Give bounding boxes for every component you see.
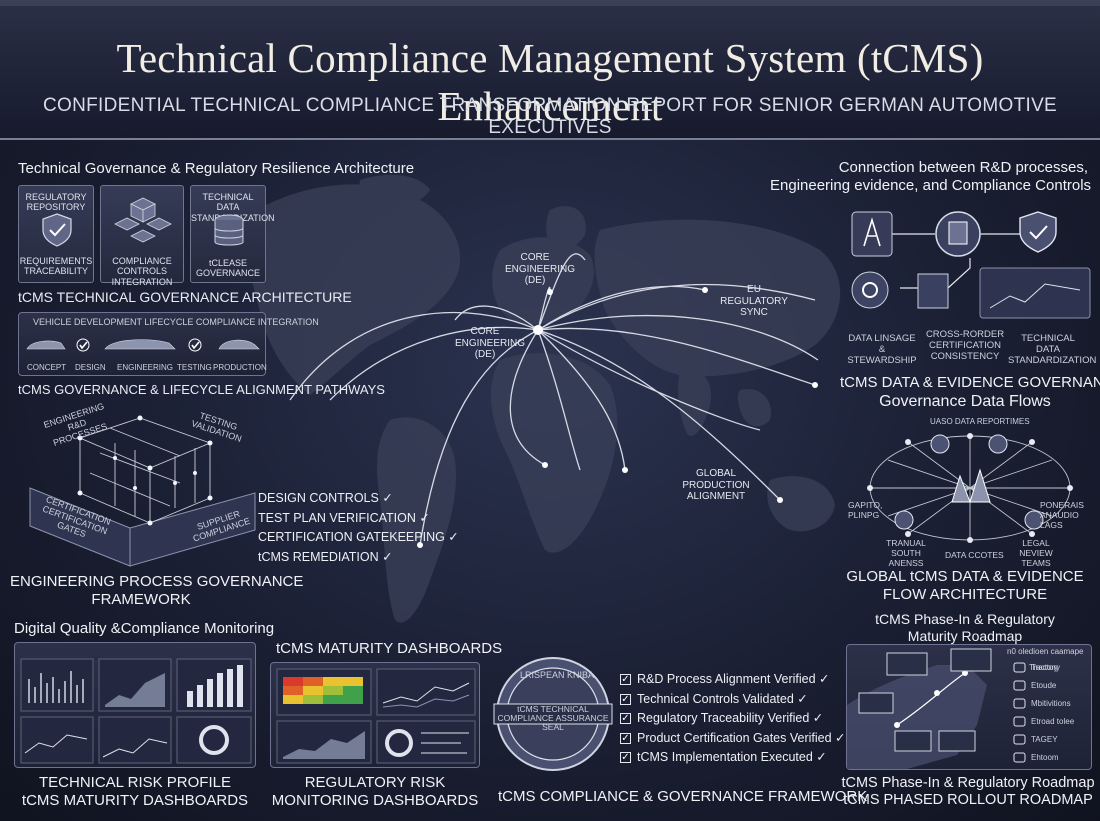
governance-caption: tCMS DATA & EVIDENCE GOVERNANCE Governan… [840,374,1100,410]
roadmap-item-4: TAGEY [1031,735,1058,744]
map-label-eu-sync: EU REGULATORY SYNC [720,284,788,318]
roadmap-item-0: Tractory [1031,663,1061,672]
tile-compliance-controls: COMPLIANCE CONTROLS INTEGRATION [100,185,184,287]
roadmap-item-1: Etoude [1031,681,1057,690]
roadmap-item-3: Etroad tolee [1031,717,1075,726]
checkbox-icon: ✓ [620,693,631,705]
maturity-heading: tCMS MATURITY DASHBOARDS [276,640,503,657]
seal-inner-text: tCMS TECHNICAL COMPLIANCE ASSURANCE SEAL [497,704,609,732]
database-icon [214,214,244,246]
lifecycle-caption: tCMS GOVERNANCE & LIFECYCLE ALIGNMENT PA… [18,382,385,397]
network-left: GAPITO, PLINPG [848,500,883,520]
quality-dashboard-charts [20,658,252,764]
checkbox-icon: ✓ [620,752,631,764]
network-bottom: DATA CCOTES [945,550,1004,560]
roadmap-list: Tractory [1029,663,1059,672]
network-bottom-right: LEGAL NEVIEW TEAMS [1019,538,1053,568]
risk-profile-caption: TECHNICAL RISK PROFILE tCMS MATURITY DAS… [21,774,249,809]
checkbox-icon: ✓ [620,732,631,744]
checkbox-icon: ✓ [620,713,631,725]
evidence-flow-icons [851,211,1091,319]
architecture-caption: tCMS TECHNICAL GOVERNANCE ARCHITECTURE [18,289,352,305]
roadmap-panel: n0 oledioen caamape Tractory Tractory Et… [846,644,1092,770]
cube-cluster-icon [114,197,172,243]
lifecycle-panel: VEHICLE DEVELOPMENT LIFECYCLE COMPLIANCE… [18,312,319,376]
left-heading: Technical Governance & Regulatory Resili… [18,160,415,177]
governance-cube-diagram [29,415,256,567]
page-subtitle: CONFIDENTIAL TECHNICAL COMPLIANCE TRANSF… [42,95,1058,138]
icon-label-standardization: TECHNICAL DATA STANDARDIZATION [1008,333,1097,366]
maturity-dashboard [270,662,480,768]
verified-checklist: ✓R&D Process Alignment Verified ✓ ✓Techn… [620,672,846,764]
seal-outer-text: LRISPEAN KNIBA [520,670,595,680]
roadmap-panel-title: n0 oledioen caamape [1007,647,1084,656]
header-banner [0,0,1100,140]
assurance-seal-icon [493,657,613,771]
network-right: PONERAIS ANAUDIO LAGS [1040,500,1084,530]
regulatory-risk-caption: REGULATORY RISK MONITORING DASHBOARDS [271,774,479,809]
maturity-dashboard-charts [276,668,476,764]
tile-regulatory-repository: REGULATORY REPOSITORY REQUIREMENTS TRACE… [18,185,94,283]
global-flow-caption: GLOBAL tCMS DATA & EVIDENCE FLOW ARCHITE… [846,568,1084,603]
network-bottom-left: TRANUAL SOUTH ANENSS [886,538,926,568]
roadmap-item-5: Ehtoom [1031,753,1059,762]
quality-heading: Digital Quality &Compliance Monitoring [14,620,275,637]
roadmap-bottom-caption: tCMS Phase-In & Regulatory Roadmap tCMS … [841,775,1095,809]
icon-label-lineage: DATA LINSAGE & STEWARDSHIP [847,333,917,366]
roadmap-item-2: Mbitivitions [1031,699,1071,708]
checkbox-icon: ✓ [620,674,631,686]
map-label-global: GLOBAL PRODUCTION ALIGNMENT [682,468,750,502]
icon-label-cross-border: CROSS-RORDER CERTIFICATION CONSISTENCY [925,329,1005,362]
shield-icon [42,213,72,247]
framework-caption: ENGINEERING PROCESS GOVERNANCE FRAMEWORK [10,573,304,608]
design-checklist: DESIGN CONTROLS ✓ TEST PLAN VERIFICATION… [258,491,459,564]
roadmap-map [847,648,992,769]
page-title: Technical Compliance Management System (… [116,35,984,129]
map-label-core-mid: CORE ENGINEERING (DE) [455,326,526,360]
governance-framework-caption: tCMS COMPLIANCE & GOVERNANCE FRAMEWORK [498,788,868,805]
tile-technical-data: TECHNICAL DATA STANDARDIZATION tCLEASE G… [190,185,275,283]
network-top: UASO DATA REPORTIMES [930,417,1030,426]
quality-dashboard [14,642,256,768]
lifecycle-vehicles [26,338,260,352]
map-label-core-top: CORE ENGINEERING (DE) [505,252,576,286]
roadmap-heading: tCMS Phase-In & Regulatory Maturity Road… [875,611,1055,644]
governance-network [867,433,1073,543]
right-heading: Connection between R&D processes, Engine… [770,159,1092,194]
roadmap-list-icons [1013,662,1026,763]
